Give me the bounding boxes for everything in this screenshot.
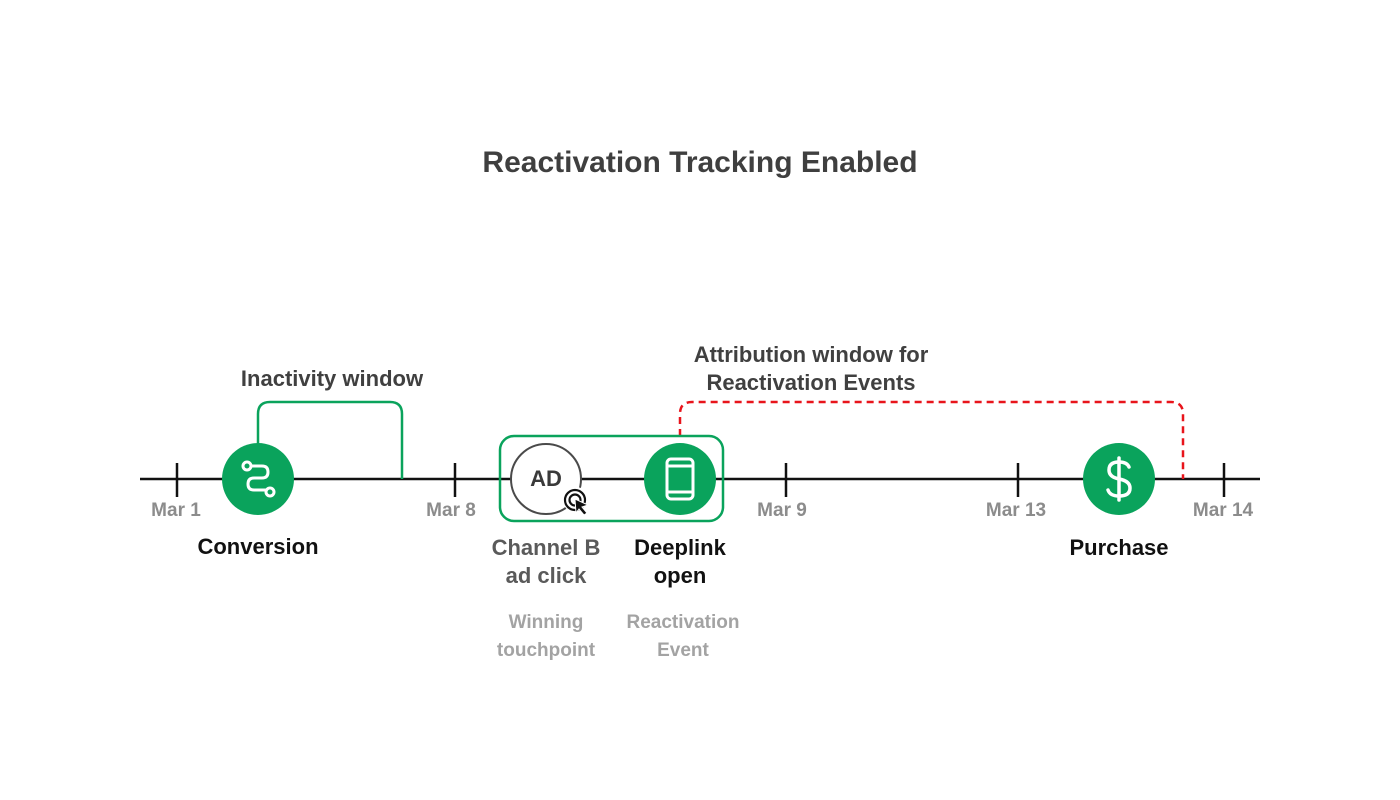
date-label: Mar 13 — [985, 500, 1047, 521]
ad-click-node — [510, 443, 590, 516]
ad-badge-text: AD — [530, 466, 562, 491]
conversion-label: Conversion — [197, 534, 319, 559]
highlight-box — [498, 434, 725, 523]
date-label: Mar 1 — [151, 500, 201, 521]
inactivity-window-bracket — [256, 400, 404, 479]
date-label: Mar 9 — [757, 500, 807, 521]
purchase-label: Purchase — [1069, 535, 1169, 560]
ad-click-sub-line2: touchpoint — [496, 640, 596, 661]
ad-click-label-line2: ad click — [505, 563, 587, 588]
ad-click-label-line1: Channel B — [491, 535, 601, 560]
route-icon — [241, 460, 276, 498]
attribution-window-label-line1: Attribution window for — [693, 342, 929, 367]
deeplink-label-line1: Deeplink — [634, 535, 726, 560]
attribution-window-bracket — [678, 400, 1185, 479]
deeplink-label-line2: open — [653, 563, 707, 588]
page-title: Reactivation Tracking Enabled — [482, 146, 918, 179]
smartphone-icon — [665, 457, 695, 501]
dollar-icon — [1106, 456, 1132, 502]
deeplink-sub-line1: Reactivation — [626, 612, 740, 633]
deeplink-node — [644, 443, 716, 515]
conversion-node — [222, 443, 294, 515]
date-label: Mar 8 — [426, 500, 476, 521]
deeplink-sub-line2: Event — [657, 640, 709, 661]
purchase-node — [1083, 443, 1155, 515]
date-label: Mar 14 — [1192, 500, 1254, 521]
cursor-click-icon — [563, 487, 590, 516]
inactivity-window-label: Inactivity window — [240, 366, 424, 391]
ad-click-sub-line1: Winning — [508, 612, 584, 633]
attribution-window-label-line2: Reactivation Events — [706, 370, 916, 395]
